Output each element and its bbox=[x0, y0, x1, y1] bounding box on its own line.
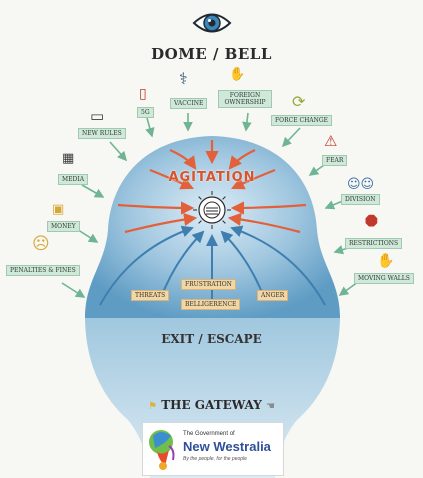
gateway-label: THE GATEWAY bbox=[161, 398, 262, 412]
stop-sign-icon: ⯃ bbox=[365, 212, 378, 231]
phone-icon: ▯ bbox=[139, 86, 147, 102]
label-force-change: FORCE CHANGE bbox=[271, 115, 333, 126]
logo-emblem-icon bbox=[149, 430, 175, 470]
logo-line1: The Government of bbox=[183, 431, 235, 437]
people-icon: ☺☺ bbox=[347, 177, 375, 192]
label-moving-walls: MOVING WALLS bbox=[354, 273, 414, 284]
government-logo: The Government of New Westralia By the p… bbox=[142, 422, 284, 476]
label-anger: ANGER bbox=[257, 290, 289, 301]
eye-icon bbox=[192, 13, 232, 33]
money-icon: ▣ bbox=[52, 202, 65, 217]
label-belligerence: BELLIGERENCE bbox=[181, 299, 241, 310]
page-title: DOME / BELL bbox=[151, 45, 272, 63]
label-frustration: FRUSTRATION bbox=[181, 279, 236, 290]
hand-pointer-icon: ☚ bbox=[265, 401, 275, 412]
outer-arrows bbox=[61, 112, 359, 298]
label-vaccine: VACCINE bbox=[170, 98, 208, 109]
flag-icon: ⚑ bbox=[148, 401, 158, 412]
label-new-rules: NEW RULES bbox=[78, 128, 126, 139]
label-money: MONEY bbox=[47, 221, 80, 232]
logo-line2: New Westralia bbox=[183, 439, 271, 454]
label-5g: 5G bbox=[137, 107, 154, 118]
label-foreign-ownership: FOREIGN OWNERSHIP bbox=[218, 90, 272, 108]
recycle-icon: ⟳ bbox=[292, 92, 306, 111]
label-penalties: PENALTIES & FINES bbox=[6, 265, 80, 276]
label-media: MEDIA bbox=[58, 174, 89, 185]
caduceus-icon: ⚕ bbox=[179, 69, 188, 88]
label-threats: THREATS bbox=[131, 290, 170, 301]
radial-core-icon bbox=[193, 191, 231, 229]
label-fear: FEAR bbox=[322, 155, 348, 166]
logo-line3: By the people, for the people bbox=[183, 456, 247, 462]
sad-face-icon: ☹ bbox=[32, 234, 50, 254]
agitation-label: AGITATION bbox=[168, 170, 256, 185]
hand-icon: ✋ bbox=[377, 253, 395, 269]
label-division: DIVISION bbox=[341, 194, 380, 205]
book-icon: ▭ bbox=[90, 107, 105, 125]
label-restrictions: RESTRICTIONS bbox=[345, 238, 403, 249]
exit-label: EXIT / ESCAPE bbox=[161, 332, 262, 346]
warning-icon: ⚠ bbox=[324, 132, 338, 150]
handshake-icon: ✋ bbox=[229, 67, 246, 82]
agitation-arrows bbox=[117, 140, 307, 234]
gateway-row: ⚑ THE GATEWAY ☚ bbox=[0, 398, 423, 412]
media-camera-icon: ▦ bbox=[62, 151, 75, 166]
